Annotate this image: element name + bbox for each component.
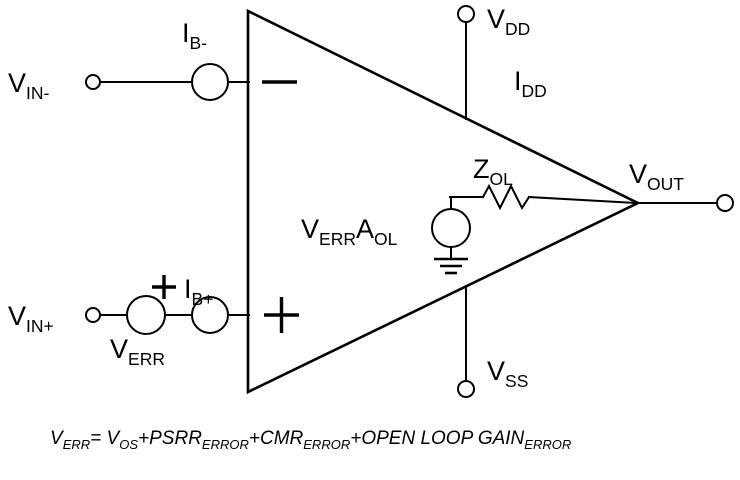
vin-plus-label: VIN+ <box>8 301 54 336</box>
verr-source-label: VERR <box>110 334 165 369</box>
op-amp-triangle <box>246 8 641 395</box>
vin-plus-terminal[interactable] <box>85 307 101 323</box>
vout-label: VOUT <box>629 159 684 194</box>
vin-minus-label: VIN- <box>8 68 50 103</box>
vdd-label: VDD <box>487 4 530 39</box>
verr-voltage-source <box>126 295 166 335</box>
schematic-labels: VIN- VIN+ IB- IB+ VERR VDD IDD VSS <box>8 4 684 391</box>
equation-text: VERR= VOS+PSRRERROR+CMRERROR+OPEN LOOP G… <box>50 428 571 452</box>
verr-equation: VERR= VOS+PSRRERROR+CMRERROR+OPEN LOOP G… <box>50 428 571 452</box>
vss-rail <box>457 286 475 398</box>
vdd-rail <box>457 5 475 120</box>
dependent-voltage-source <box>431 208 471 248</box>
ib-plus-label: IB+ <box>184 274 213 309</box>
noninverting-input-branch <box>85 275 299 335</box>
vin-minus-terminal[interactable] <box>85 74 101 90</box>
open-loop-output-network <box>431 183 639 275</box>
vout-terminal[interactable] <box>716 194 734 212</box>
vss-terminal[interactable] <box>457 380 475 398</box>
ib-minus-current-source <box>191 63 229 101</box>
zol-label: ZOL <box>473 154 513 189</box>
idd-label: IDD <box>514 66 547 101</box>
ib-minus-label: IB- <box>182 18 207 53</box>
output-branch <box>636 194 734 212</box>
resistor-to-output-wire <box>527 195 639 205</box>
zol-resistor <box>481 183 531 211</box>
dependent-source-label: VERRAOL <box>301 214 398 249</box>
inverting-input-branch <box>85 63 297 101</box>
vdd-terminal[interactable] <box>457 5 475 23</box>
vss-label: VSS <box>487 356 528 391</box>
